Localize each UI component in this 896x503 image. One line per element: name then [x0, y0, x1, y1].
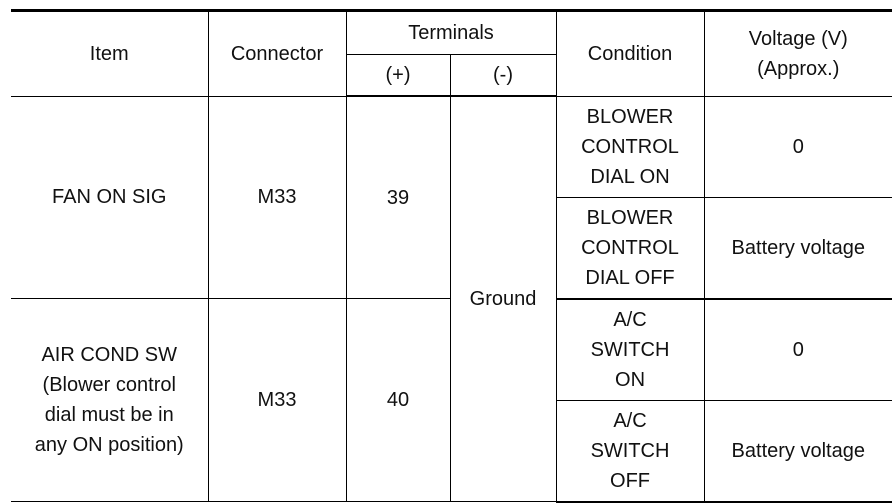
condition-line: DIAL OFF — [585, 266, 675, 289]
header-terminals: Terminals — [345, 9, 557, 55]
header-voltage-line2: (Approx.) — [757, 57, 840, 80]
header-condition: Condition — [555, 9, 705, 97]
voltage-cell: Battery voltage — [703, 400, 893, 503]
terminal-plus-cell: 39 — [345, 96, 450, 299]
condition-line: ON — [615, 368, 646, 391]
condition-line: BLOWER — [586, 206, 674, 229]
condition-line: OFF — [610, 469, 651, 492]
condition-line: SWITCH — [590, 439, 670, 462]
header-connector: Connector — [207, 9, 346, 97]
condition-line: BLOWER — [586, 105, 674, 128]
voltage-cell: 0 — [703, 298, 893, 401]
connector-cell: M33 — [207, 298, 346, 502]
header-voltage-line1: Voltage (V) — [748, 27, 848, 50]
voltage-cell: Battery voltage — [703, 197, 893, 300]
voltage-cell: 0 — [703, 96, 893, 198]
condition-line: A/C — [613, 308, 647, 331]
condition-line: SWITCH — [590, 338, 670, 361]
header-row-2: (+) (-) — [11, 54, 892, 97]
item-line: any ON position) — [34, 434, 184, 456]
item-cell: AIR COND SW (Blower control dial must be… — [11, 298, 208, 502]
item-line: AIR COND SW — [41, 344, 178, 366]
table-row: BLOWER CONTROL DIAL OFF Battery voltage — [11, 197, 893, 300]
terminal-plus-cell: 40 — [345, 298, 450, 502]
condition-cell: A/C SWITCH ON — [555, 298, 705, 401]
terminal-minus-cell: Ground — [449, 96, 557, 502]
terminal-spec-table: Item Connector Terminals Condition Volta… — [11, 9, 893, 503]
item-cell: FAN ON SIG — [11, 96, 208, 299]
condition-cell: BLOWER CONTROL DIAL ON — [555, 96, 705, 198]
condition-line: CONTROL — [581, 135, 679, 158]
table-row: FAN ON SIG M33 39 Ground BLOWER CONTROL … — [11, 96, 893, 502]
table-row: A/C SWITCH OFF Battery voltage — [11, 400, 893, 503]
header-terminal-plus: (+) — [345, 54, 450, 97]
item-line: FAN ON SIG — [52, 186, 167, 209]
item-line: (Blower control — [42, 374, 176, 396]
header-terminal-minus: (-) — [449, 54, 557, 97]
header-voltage: Voltage (V) (Approx.) — [703, 9, 893, 97]
item-line: dial must be in — [44, 404, 174, 426]
condition-cell: A/C SWITCH OFF — [555, 400, 705, 503]
header-row-1: Item Connector Terminals Condition Volta… — [11, 9, 893, 97]
condition-line: A/C — [613, 409, 647, 432]
condition-cell: BLOWER CONTROL DIAL OFF — [555, 197, 705, 300]
condition-line: DIAL ON — [590, 165, 670, 188]
condition-line: CONTROL — [581, 236, 679, 259]
spec-table-container: Item Connector Terminals Condition Volta… — [11, 9, 893, 503]
table-row: AIR COND SW (Blower control dial must be… — [11, 298, 893, 502]
header-item: Item — [11, 9, 208, 97]
connector-cell: M33 — [207, 96, 346, 299]
